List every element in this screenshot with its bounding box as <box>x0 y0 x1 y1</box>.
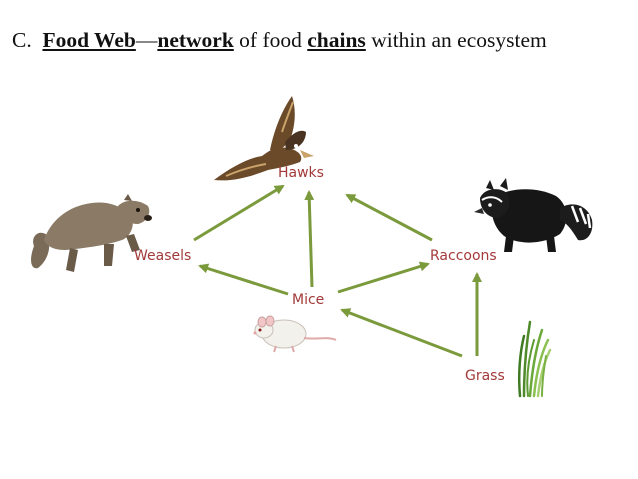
grass-icon <box>517 320 552 398</box>
title-word-chains: chains <box>307 28 366 52</box>
title-term: Food Web <box>42 28 136 52</box>
weasel-icon <box>31 194 152 272</box>
node-label-mice: Mice <box>292 292 324 308</box>
node-label-raccoons: Raccoons <box>430 248 497 264</box>
arrow-mice-to-raccoons <box>337 261 430 294</box>
title-mid: of food <box>233 28 308 52</box>
node-label-grass: Grass <box>465 368 505 384</box>
node-label-hawks: Hawks <box>278 165 324 181</box>
arrow-grass-to-mice <box>340 308 463 358</box>
title-word-network: network <box>157 28 234 52</box>
node-label-weasels: Weasels <box>134 248 191 264</box>
arrow-mice-to-hawks <box>304 190 315 288</box>
hawk-icon <box>214 96 314 181</box>
raccoon-icon <box>474 178 593 252</box>
mouse-icon <box>253 315 337 353</box>
arrow-mice-to-weasels <box>198 263 289 296</box>
arrow-raccoons-to-hawks <box>345 193 433 242</box>
title-prefix: C. <box>12 28 32 52</box>
title-suffix: within an ecosystem <box>365 28 547 52</box>
page-title: C. Food Web—network of food chains withi… <box>12 28 547 53</box>
title-dash: — <box>135 28 158 52</box>
arrow-weasels-to-hawks <box>193 184 285 242</box>
